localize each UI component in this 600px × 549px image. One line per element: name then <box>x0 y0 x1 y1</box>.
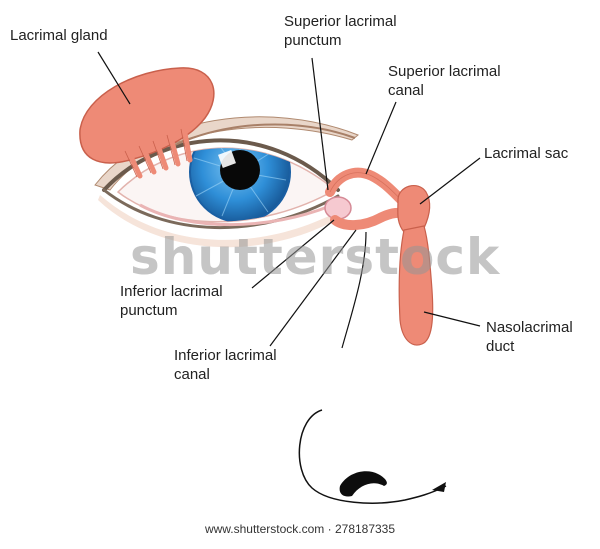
leader-inferior-canal <box>269 229 357 347</box>
label-lacrimal-sac: Lacrimal sac <box>484 144 568 163</box>
label-superior-canal: Superior lacrimal canal <box>388 62 501 100</box>
nose-outline <box>298 409 447 504</box>
label-inferior-canal: Inferior lacrimal canal <box>174 346 277 384</box>
label-inferior-canal-line2: canal <box>174 366 210 383</box>
label-inferior-punctum: Inferior lacrimal punctum <box>120 282 223 320</box>
label-inferior-canal-line1: Inferior lacrimal <box>174 347 277 364</box>
footer-credit: www.shutterstock.com · 278187335 <box>204 522 396 536</box>
leader-lacrimal-sac <box>419 157 481 205</box>
label-nasolacrimal-duct: Nasolacrimal duct <box>486 318 573 356</box>
leader-lacrimal-gland <box>97 51 131 105</box>
leader-superior-canal <box>365 101 397 175</box>
leader-nasolacrimal-duct <box>423 311 481 327</box>
label-nasolacrimal-duct-line1: Nasolacrimal <box>486 319 573 336</box>
eye-highlight <box>218 150 236 168</box>
label-superior-canal-line1: Superior lacrimal <box>388 63 501 80</box>
gland-ducts <box>125 125 193 179</box>
pink-inner-rim <box>139 203 331 227</box>
nasolacrimal-duct <box>398 225 434 346</box>
watermark-text: shutterstock <box>130 228 501 286</box>
label-lacrimal-gland-line1: Lacrimal gland <box>10 27 108 44</box>
lower-lash-line <box>102 188 340 230</box>
lower-eyelid-skin <box>98 195 350 248</box>
leader-inferior-canal-extra <box>341 231 367 349</box>
leader-lines <box>97 51 481 349</box>
label-nasolacrimal-duct-line2: duct <box>486 338 515 355</box>
gland-duct-outlines <box>124 128 188 178</box>
nose-tip <box>432 482 446 492</box>
leader-superior-punctum <box>311 57 329 191</box>
label-superior-punctum-line2: punctum <box>284 32 342 49</box>
label-superior-canal-line2: canal <box>388 82 424 99</box>
lid-crease <box>174 123 356 146</box>
label-lacrimal-sac-line1: Lacrimal sac <box>484 145 569 162</box>
label-superior-punctum: Superior lacrimal punctum <box>284 12 397 50</box>
caruncle <box>324 196 352 220</box>
nostril <box>339 471 387 497</box>
label-lacrimal-gland: Lacrimal gland <box>10 26 108 45</box>
leader-inferior-punctum <box>251 219 335 289</box>
label-inferior-punctum-line2: punctum <box>120 302 178 319</box>
label-superior-punctum-line1: Superior lacrimal <box>284 13 397 30</box>
lacrimal-gland <box>79 67 215 164</box>
label-inferior-punctum-line1: Inferior lacrimal <box>120 283 223 300</box>
upper-lash-line <box>102 138 340 192</box>
